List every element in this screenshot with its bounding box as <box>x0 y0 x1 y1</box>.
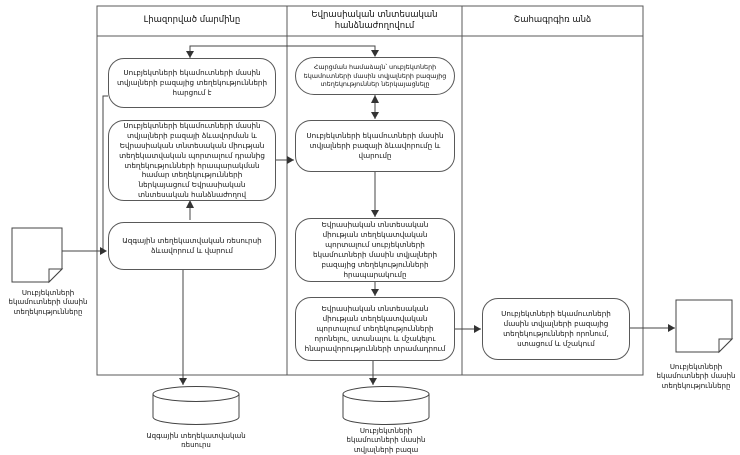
swimlane-grid <box>96 5 644 376</box>
process-box-form-maintain-db-label: Սուբյեկտների եկամուտների մասին տվյալների… <box>306 131 444 160</box>
lane-header-authorized-body-label: Լիազորված մարմինը <box>143 15 241 26</box>
lane-header-authorized-body: Լիազորված մարմինը <box>97 6 287 36</box>
document-fold-input <box>48 268 64 284</box>
process-box-search-receive-process: Սուբյեկտների եկամուտների մասին տվյալների… <box>482 298 630 360</box>
lane-header-interested-person-label: Շահագրգիռ անձ <box>513 15 592 26</box>
lane-header-interested-person: Շահագրգիռ անձ <box>462 6 643 36</box>
process-box-provide-access-label: Եվրասիական տնտեսական միության տեղեկատվակ… <box>304 304 446 353</box>
output-document-caption: Սուբյեկտների եկամուտների մասին տեղեկությ… <box>652 358 740 396</box>
input-document-caption: Սուբյեկտների եկամուտների մասին տեղեկությ… <box>0 286 96 320</box>
database-icon-income-db <box>342 394 430 425</box>
process-box-provide-per-request: Հարցման համաձայն՝ սուբյեկտների եկամուտնե… <box>295 57 455 95</box>
process-box-form-maintain-db: Սուբյեկտների եկամուտների մասին տվյալների… <box>295 120 455 172</box>
input-document-caption-label: Սուբյեկտների եկամուտների մասին տեղեկությ… <box>8 288 88 316</box>
national-resource-db-caption-label: Ազգային տեղեկատվական ռեսուրս <box>146 431 246 449</box>
database-icon-national-resource <box>152 394 240 425</box>
document-fold-output <box>718 338 734 354</box>
lane-header-eec-label: Եվրասիական տնտեսական հանձնաժողովում <box>311 9 438 31</box>
process-box-provide-access: Եվրասիական տնտեսական միության տեղեկատվակ… <box>295 297 455 361</box>
process-box-publish-portal: Եվրասիական տնտեսական միության տեղեկատվակ… <box>295 218 455 282</box>
income-db-caption-label: Սուբյեկտների եկամուտների մասին տվյալների… <box>346 426 426 454</box>
database-top-income-db <box>342 386 430 402</box>
process-box-provide-per-request-label: Հարցման համաձայն՝ սուբյեկտների եկամուտնե… <box>303 63 447 89</box>
process-box-submit-to-eec-label: Սուբյեկտների եկամուտների մասին տվյալների… <box>119 120 265 200</box>
process-box-submit-to-eec: Սուբյեկտների եկամուտների մասին տվյալների… <box>108 120 276 201</box>
process-box-national-resource-label: Ազգային տեղեկատվական ռեսուրսի ձևավորում … <box>122 236 262 255</box>
process-box-request-info: Սուբյեկտների եկամուտների մասին տվյալների… <box>108 58 276 108</box>
database-top-national-resource <box>152 386 240 402</box>
output-document-caption-label: Սուբյեկտների եկամուտների մասին տեղեկությ… <box>656 362 736 390</box>
process-box-request-info-label: Սուբյեկտների եկամուտների մասին տվյալների… <box>116 68 268 97</box>
process-box-national-resource: Ազգային տեղեկատվական ռեսուրսի ձևավորում … <box>108 222 276 270</box>
process-box-search-receive-process-label: Սուբյեկտների եկամուտների մասին տվյալների… <box>501 309 611 348</box>
income-db-caption: Սուբյեկտների եկամուտների մասին տվյալների… <box>336 427 436 455</box>
arrowheads <box>100 50 675 385</box>
national-resource-db-caption: Ազգային տեղեկատվական ռեսուրս <box>146 427 246 455</box>
process-box-publish-portal-label: Եվրասիական տնտեսական միության տեղեկատվակ… <box>312 220 438 279</box>
connector-input-doc-to-resource <box>62 95 108 252</box>
lane-header-eec: Եվրասիական տնտեսական հանձնաժողովում <box>297 6 452 36</box>
